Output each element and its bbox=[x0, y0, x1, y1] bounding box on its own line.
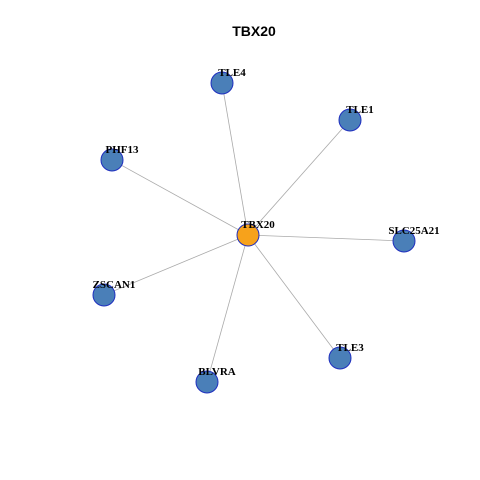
edge-tbx20-tle1 bbox=[247, 119, 351, 236]
edge-tbx20-zscan1 bbox=[103, 234, 249, 296]
label-layer: TBX20 TLE4TLE1PHF13SLC25A21ZSCAN1TLE3BLVR… bbox=[93, 67, 440, 378]
diagram-title: TBX20 bbox=[232, 23, 276, 39]
node-slc25a21[interactable] bbox=[392, 229, 416, 253]
node-tle3[interactable] bbox=[328, 346, 352, 370]
edge-tbx20-tle4 bbox=[221, 82, 249, 236]
edge-tbx20-blvra bbox=[206, 234, 249, 383]
node-tbx20[interactable] bbox=[236, 223, 260, 247]
edge-tbx20-phf13 bbox=[111, 159, 249, 236]
node-tle1[interactable] bbox=[338, 108, 362, 132]
edge-tbx20-tle3 bbox=[247, 234, 341, 359]
node-blvra[interactable] bbox=[195, 370, 219, 394]
node-label-phf13: PHF13 bbox=[106, 144, 139, 156]
node-label-slc25a21: SLC25A21 bbox=[388, 225, 439, 237]
node-phf13[interactable] bbox=[100, 148, 124, 172]
edge-layer bbox=[103, 82, 405, 383]
node-tle4[interactable] bbox=[210, 71, 234, 95]
node-label-tle3: TLE3 bbox=[336, 342, 364, 354]
node-layer bbox=[92, 71, 416, 394]
node-label-tle1: TLE1 bbox=[346, 104, 374, 116]
node-label-tbx20: TBX20 bbox=[241, 219, 275, 231]
node-label-blvra: BLVRA bbox=[198, 366, 236, 378]
node-label-zscan1: ZSCAN1 bbox=[93, 279, 136, 291]
edge-tbx20-slc25a21 bbox=[247, 234, 405, 242]
node-label-tle4: TLE4 bbox=[218, 67, 246, 79]
node-zscan1[interactable] bbox=[92, 283, 116, 307]
